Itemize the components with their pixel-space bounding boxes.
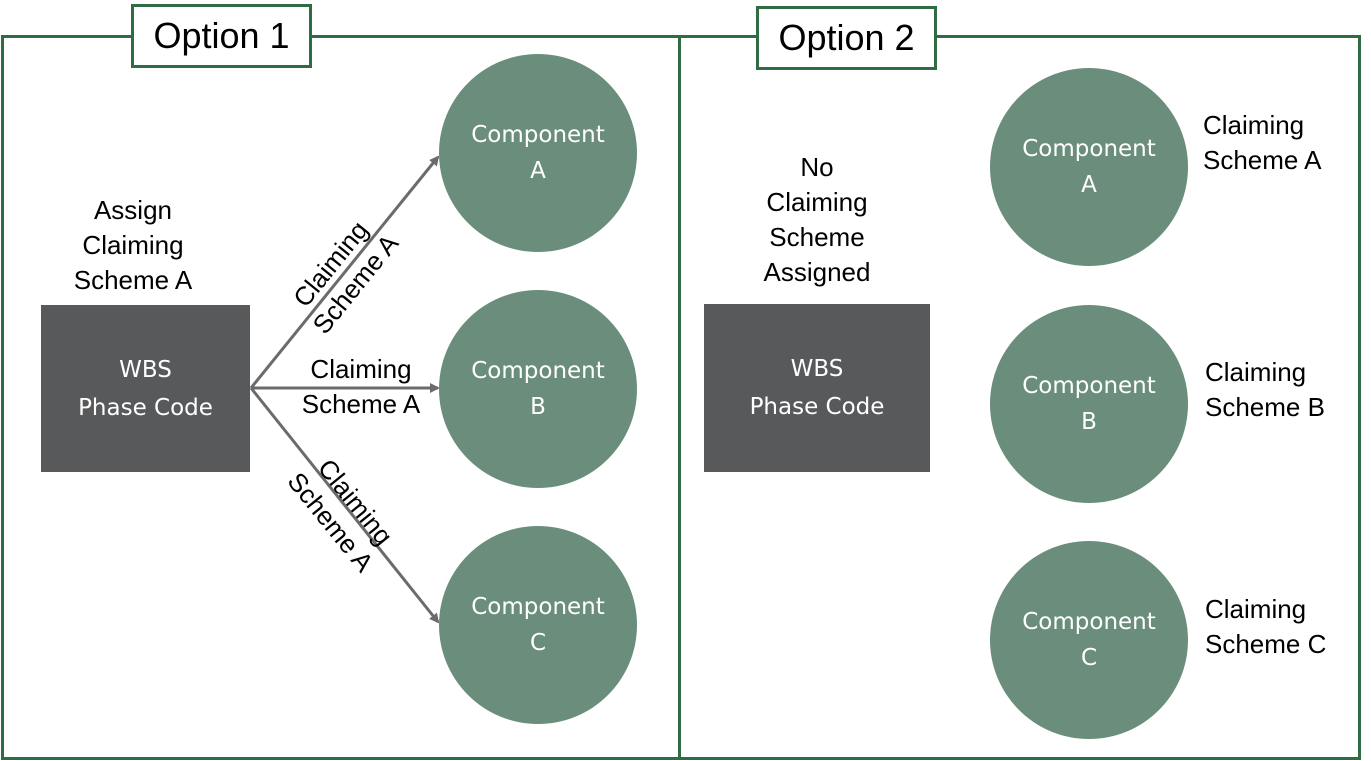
option-2-tab: Option 2 — [756, 6, 937, 70]
scheme-c-label: Claiming Scheme C — [1205, 594, 1327, 659]
component-a-circle: Component A — [990, 68, 1188, 266]
arrow-to-component-c — [249, 387, 440, 624]
arrow-label-b: Claiming Scheme A — [301, 354, 421, 419]
wbs-phase-code-box: WBS Phase Code — [704, 304, 930, 472]
component-c-circle: Component C — [990, 541, 1188, 739]
wbs-phase-code-box: WBS Phase Code — [41, 305, 250, 472]
component-b-circle: Component B — [439, 290, 637, 488]
option-2-panel — [678, 35, 1361, 760]
no-scheme-assigned-label: No Claiming Scheme Assigned — [763, 152, 871, 287]
scheme-b-label: Claiming Scheme B — [1205, 357, 1325, 422]
component-c-circle: Component C — [439, 526, 637, 724]
component-b-circle: Component B — [990, 305, 1188, 503]
component-a-circle: Component A — [439, 54, 637, 252]
scheme-a-label: Claiming Scheme A — [1203, 110, 1322, 175]
assign-scheme-label: Assign Claiming Scheme A — [73, 195, 193, 295]
arrow-to-component-a — [249, 155, 440, 389]
option-1-tab: Option 1 — [131, 4, 312, 68]
